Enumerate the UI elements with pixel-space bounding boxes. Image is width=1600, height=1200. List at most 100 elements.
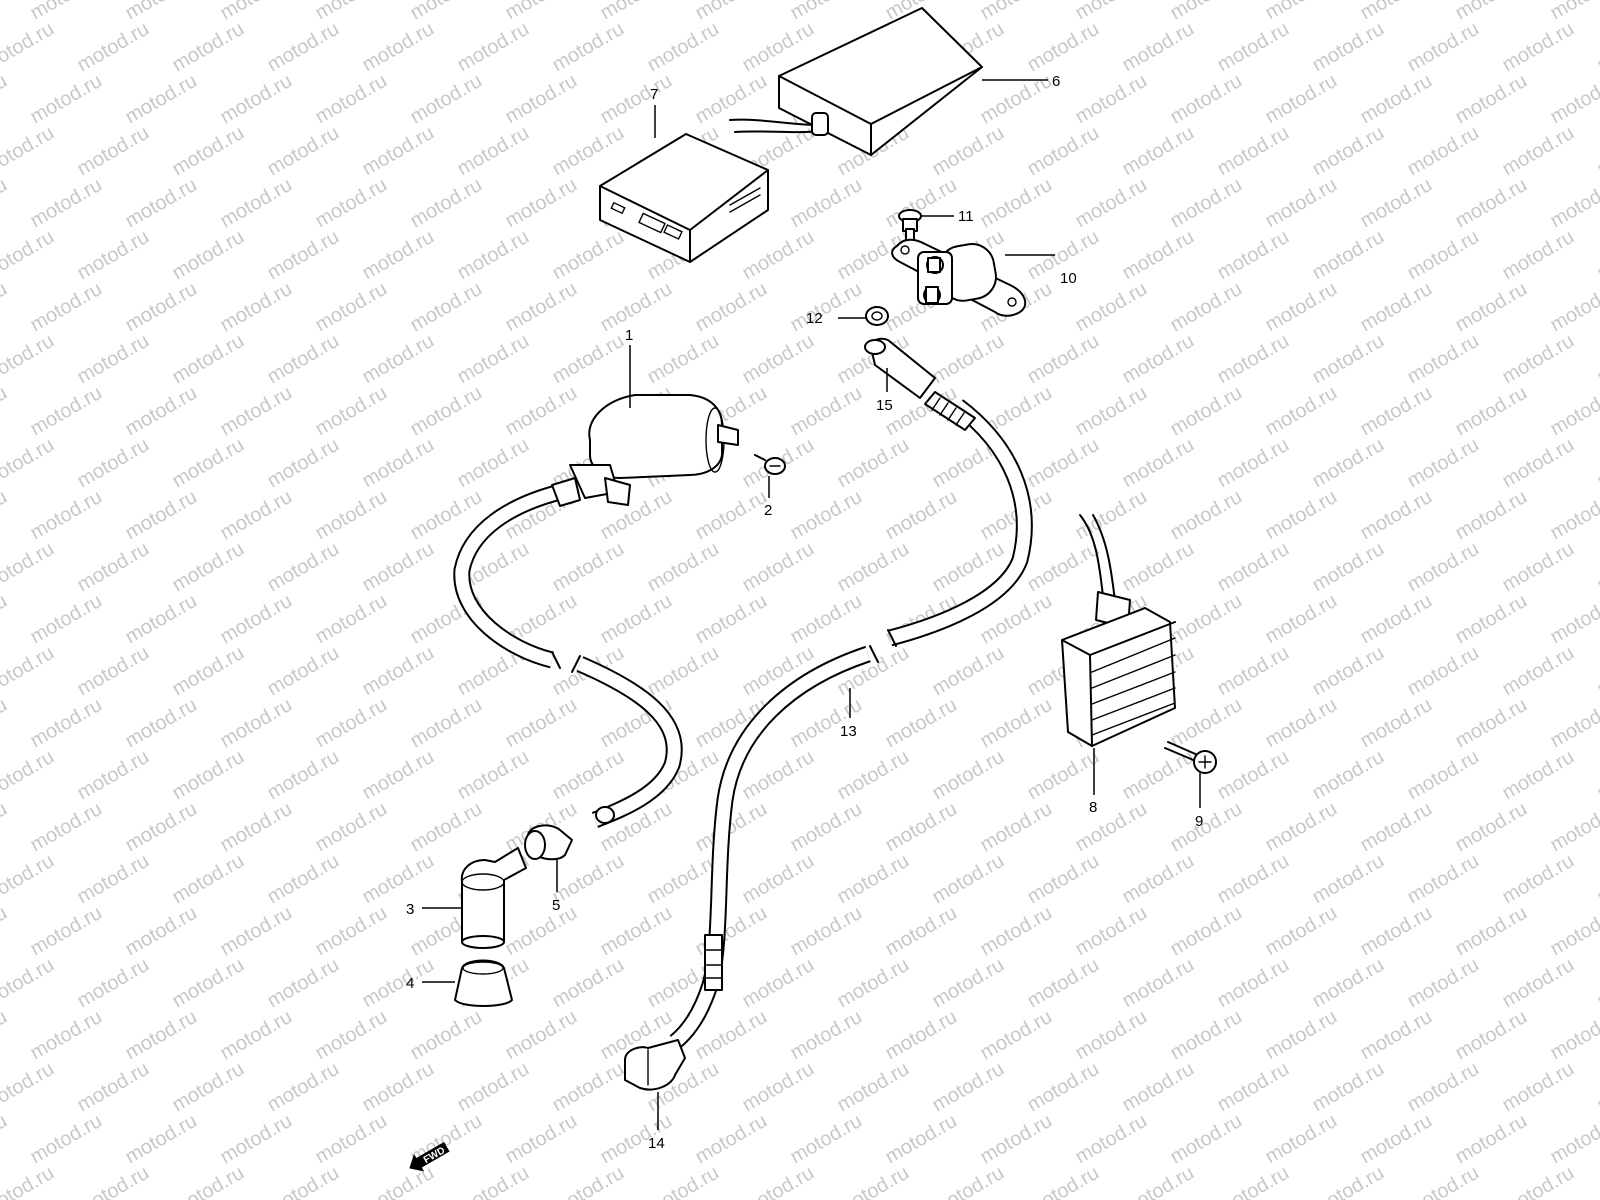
- watermark-text: motod.ru: [0, 18, 58, 77]
- watermark-text: motod.ru: [454, 122, 533, 181]
- watermark-text: motod.ru: [407, 174, 486, 233]
- watermark-text: motod.ru: [0, 486, 11, 545]
- watermark-text: motod.ru: [1404, 850, 1483, 909]
- watermark-text: motod.ru: [1404, 746, 1483, 805]
- watermark-text: motod.ru: [1167, 694, 1246, 753]
- watermark-text: motod.ru: [312, 382, 391, 441]
- watermark-text: motod.ru: [739, 226, 818, 285]
- watermark-text: motod.ru: [882, 486, 961, 545]
- watermark-text: motod.ru: [1357, 1006, 1436, 1065]
- watermark-text: motod.ru: [834, 954, 913, 1013]
- watermark-text: motod.ru: [1072, 70, 1151, 129]
- watermark-text: motod.ru: [169, 18, 248, 77]
- watermark-text: motod.ru: [597, 902, 676, 961]
- watermark-text: motod.ru: [407, 798, 486, 857]
- callout-14: 14: [648, 1135, 665, 1152]
- watermark-text: motod.ru: [122, 0, 201, 24]
- watermark-text: motod.ru: [27, 694, 106, 753]
- watermark-text: motod.ru: [1452, 174, 1531, 233]
- watermark-text: motod.ru: [1119, 226, 1198, 285]
- watermark-text: motod.ru: [264, 850, 343, 909]
- watermark-text: motod.ru: [217, 174, 296, 233]
- watermark-text: motod.ru: [217, 278, 296, 337]
- watermark-text: motod.ru: [27, 486, 106, 545]
- watermark-text: motod.ru: [169, 954, 248, 1013]
- watermark-text: motod.ru: [977, 902, 1056, 961]
- watermark-text: motod.ru: [74, 1058, 153, 1117]
- watermark-text: motod.ru: [692, 278, 771, 337]
- watermark-text: motod.ru: [1594, 538, 1600, 597]
- watermark-text: motod.ru: [977, 694, 1056, 753]
- watermark-text: motod.ru: [0, 382, 11, 441]
- watermark-text: motod.ru: [1547, 590, 1600, 649]
- watermark-text: motod.ru: [1309, 1058, 1388, 1117]
- watermark-text: motod.ru: [1214, 538, 1293, 597]
- watermark-text: motod.ru: [549, 746, 628, 805]
- watermark-text: motod.ru: [359, 642, 438, 701]
- part-1-ignition-coil: [551, 394, 739, 507]
- watermark-text: motod.ru: [977, 70, 1056, 129]
- watermark-text: motod.ru: [549, 538, 628, 597]
- callout-7: 7: [650, 86, 658, 103]
- callout-9: 9: [1195, 813, 1203, 830]
- watermark-text: motod.ru: [692, 902, 771, 961]
- watermark-text: motod.ru: [549, 954, 628, 1013]
- watermark-text: motod.ru: [1072, 902, 1151, 961]
- watermark-text: motod.ru: [739, 746, 818, 805]
- watermark-text: motod.ru: [312, 278, 391, 337]
- watermark-text: motod.ru: [977, 174, 1056, 233]
- watermark-text: motod.ru: [502, 902, 581, 961]
- watermark-text: motod.ru: [1452, 278, 1531, 337]
- watermark-text: motod.ru: [1452, 694, 1531, 753]
- watermark-text: motod.ru: [264, 642, 343, 701]
- watermark-text: motod.ru: [1547, 1006, 1600, 1065]
- watermark-text: motod.ru: [1547, 70, 1600, 129]
- watermark-text: motod.ru: [359, 122, 438, 181]
- watermark-text: motod.ru: [74, 746, 153, 805]
- watermark-text: motod.ru: [977, 1110, 1056, 1169]
- watermark-text: motod.ru: [1452, 590, 1531, 649]
- watermark-text: motod.ru: [359, 434, 438, 493]
- watermark-text: motod.ru: [0, 850, 58, 909]
- watermark-text: motod.ru: [1214, 226, 1293, 285]
- watermark-text: motod.ru: [264, 434, 343, 493]
- watermark-text: motod.ru: [787, 590, 866, 649]
- watermark-text: motod.ru: [1547, 694, 1600, 753]
- watermark-text: motod.ru: [0, 434, 58, 493]
- watermark-text: motod.ru: [1499, 122, 1578, 181]
- watermark-text: motod.ru: [0, 642, 58, 701]
- watermark-text: motod.ru: [1309, 538, 1388, 597]
- watermark-text: motod.ru: [1262, 798, 1341, 857]
- watermark-text: motod.ru: [454, 18, 533, 77]
- watermark-text: motod.ru: [0, 278, 11, 337]
- watermark-text: motod.ru: [1167, 0, 1246, 24]
- watermark-text: motod.ru: [0, 1162, 58, 1200]
- watermark-text: motod.ru: [169, 1058, 248, 1117]
- watermark-text: motod.ru: [1594, 642, 1600, 701]
- watermark-text: motod.ru: [1119, 122, 1198, 181]
- part-7-ignitor-box: [599, 133, 769, 263]
- watermark-text: motod.ru: [359, 1162, 438, 1200]
- watermark-text: motod.ru: [217, 798, 296, 857]
- watermark-text: motod.ru: [787, 1006, 866, 1065]
- watermark-text: motod.ru: [834, 850, 913, 909]
- watermark-text: motod.ru: [1214, 434, 1293, 493]
- watermark-text: motod.ru: [1119, 1162, 1198, 1200]
- watermark-text: motod.ru: [264, 226, 343, 285]
- watermark-text: motod.ru: [1024, 122, 1103, 181]
- watermark-text: motod.ru: [1119, 1058, 1198, 1117]
- fwd-arrow-icon: [409, 1141, 450, 1172]
- watermark-text: motod.ru: [359, 538, 438, 597]
- watermark-text: motod.ru: [264, 1162, 343, 1200]
- watermark-text: motod.ru: [1499, 1058, 1578, 1117]
- watermark-text: motod.ru: [1214, 850, 1293, 909]
- watermark-text: motod.ru: [264, 1058, 343, 1117]
- watermark-text: motod.ru: [739, 1058, 818, 1117]
- watermark-text: motod.ru: [359, 330, 438, 389]
- watermark-text: motod.ru: [977, 0, 1056, 24]
- watermark-text: motod.ru: [882, 1110, 961, 1169]
- watermark-text: motod.ru: [739, 850, 818, 909]
- watermark-text: motod.ru: [1262, 486, 1341, 545]
- watermark-text: motod.ru: [217, 486, 296, 545]
- watermark-text: motod.ru: [834, 1058, 913, 1117]
